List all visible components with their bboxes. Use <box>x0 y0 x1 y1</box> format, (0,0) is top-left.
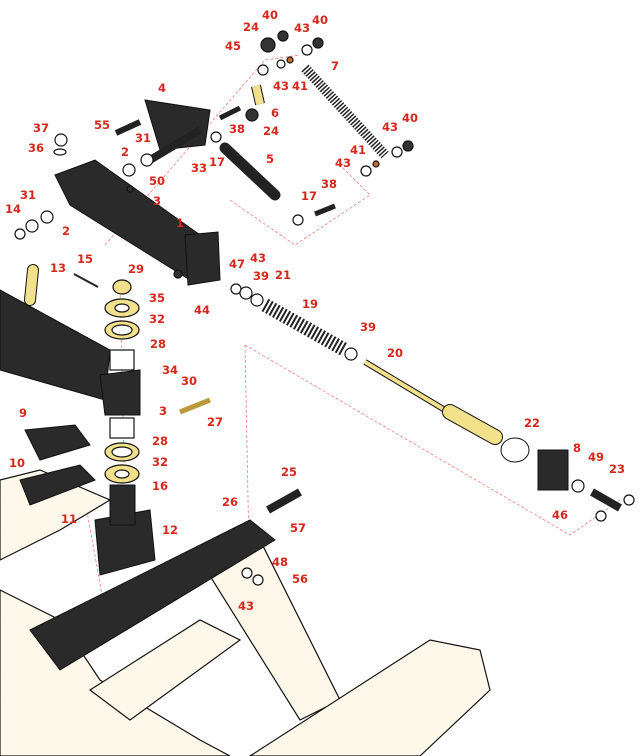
callout-11: 11 <box>60 512 78 526</box>
callout-57: 57 <box>289 521 307 535</box>
callout-41: 41 <box>349 143 367 157</box>
bolt-55 <box>114 119 142 136</box>
pin-15 <box>73 273 99 288</box>
callout-14: 14 <box>4 202 22 216</box>
spring-19 <box>261 298 349 357</box>
callout-36: 36 <box>27 141 45 155</box>
callout-43: 43 <box>381 120 399 134</box>
callout-32: 32 <box>148 312 166 326</box>
callout-28: 28 <box>149 337 167 351</box>
shock-absorber <box>219 142 281 201</box>
callout-27: 27 <box>206 415 224 429</box>
mount-plate-8 <box>537 449 569 491</box>
callout-26: 26 <box>221 495 239 509</box>
washers-and-nuts <box>14 30 635 586</box>
callout-7: 7 <box>330 59 340 73</box>
callout-4: 4 <box>157 81 167 95</box>
pin-27 <box>179 397 211 415</box>
arm-assembly <box>0 99 276 671</box>
callout-38: 38 <box>228 122 246 136</box>
washer-stack <box>104 279 140 484</box>
spring-7 <box>301 64 389 159</box>
callout-55: 55 <box>93 118 111 132</box>
callout-31: 31 <box>134 131 152 145</box>
callout-3: 3 <box>152 194 162 208</box>
callout-3: 3 <box>158 404 168 418</box>
callout-15: 15 <box>76 252 94 266</box>
callout-10: 10 <box>8 456 26 470</box>
callout-43: 43 <box>249 251 267 265</box>
bolt-25 <box>266 488 302 514</box>
callout-16: 16 <box>151 479 169 493</box>
bolt-23 <box>590 488 622 512</box>
callout-35: 35 <box>148 291 166 305</box>
callout-24: 24 <box>262 124 280 138</box>
callout-43: 43 <box>237 599 255 613</box>
callout-17: 17 <box>300 189 318 203</box>
callout-40: 40 <box>401 111 419 125</box>
callout-1: 1 <box>175 216 185 230</box>
callout-33: 33 <box>190 161 208 175</box>
callout-17: 17 <box>208 155 226 169</box>
callout-25: 25 <box>280 465 298 479</box>
callout-6: 6 <box>270 106 280 120</box>
callout-43: 43 <box>293 21 311 35</box>
callout-24: 24 <box>242 20 260 34</box>
callout-29: 29 <box>127 262 145 276</box>
callout-37: 37 <box>32 121 50 135</box>
bolt-38 <box>314 203 336 217</box>
callout-2: 2 <box>61 224 71 238</box>
callout-40: 40 <box>261 8 279 22</box>
callout-39: 39 <box>252 269 270 283</box>
callout-9: 9 <box>18 406 28 420</box>
callout-41: 41 <box>291 79 309 93</box>
callout-21: 21 <box>274 268 292 282</box>
callout-39: 39 <box>359 320 377 334</box>
callout-32: 32 <box>151 455 169 469</box>
callout-38: 38 <box>320 177 338 191</box>
callout-43: 43 <box>272 79 290 93</box>
callout-19: 19 <box>301 297 319 311</box>
callout-30: 30 <box>180 374 198 388</box>
callout-23: 23 <box>608 462 626 476</box>
callout-5: 5 <box>265 152 275 166</box>
callout-20: 20 <box>386 346 404 360</box>
callout-49: 49 <box>587 450 605 464</box>
callout-56: 56 <box>291 572 309 586</box>
callout-47: 47 <box>228 257 246 271</box>
callout-44: 44 <box>193 303 211 317</box>
callout-22: 22 <box>523 416 541 430</box>
callout-43: 43 <box>334 156 352 170</box>
callout-31: 31 <box>19 188 37 202</box>
callout-28: 28 <box>151 434 169 448</box>
callout-13: 13 <box>49 261 67 275</box>
callout-40: 40 <box>311 13 329 27</box>
callout-2: 2 <box>120 145 130 159</box>
callout-50: 50 <box>148 174 166 188</box>
callout-46: 46 <box>551 508 569 522</box>
callout-8: 8 <box>572 441 582 455</box>
callout-12: 12 <box>161 523 179 537</box>
callout-45: 45 <box>224 39 242 53</box>
bushing-22 <box>500 437 530 463</box>
callout-34: 34 <box>161 363 179 377</box>
callout-48: 48 <box>271 555 289 569</box>
